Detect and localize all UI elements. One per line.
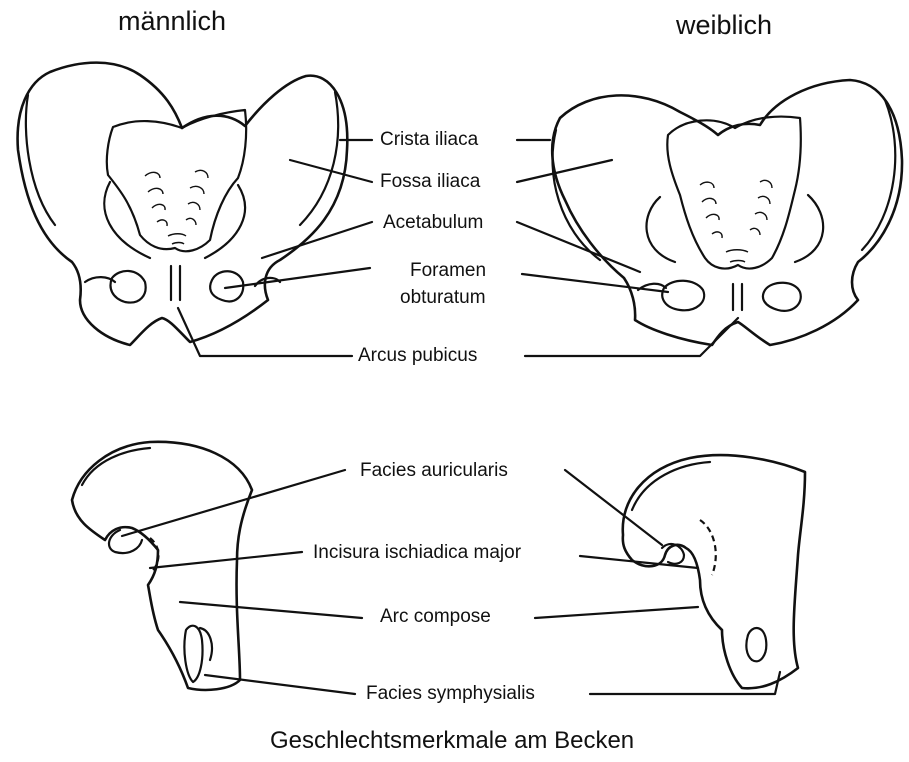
label-facies-auricularis: Facies auricularis xyxy=(360,460,508,482)
female-pelvis-front xyxy=(552,80,902,345)
male-pelvis-front xyxy=(18,63,348,345)
label-foramen: Foramen xyxy=(410,260,486,282)
header-female: weiblich xyxy=(676,10,772,41)
label-arc-compose: Arc compose xyxy=(380,606,491,628)
female-hip-bone-side xyxy=(623,455,805,688)
header-male: männlich xyxy=(118,6,226,37)
label-obturatum: obturatum xyxy=(400,287,486,309)
label-fossa-iliaca: Fossa iliaca xyxy=(380,171,480,193)
label-arcus-pubicus: Arcus pubicus xyxy=(358,345,477,367)
label-facies-symphysialis: Facies symphysialis xyxy=(366,683,535,705)
label-acetabulum: Acetabulum xyxy=(383,212,483,234)
label-incisura-ischiadica-major: Incisura ischiadica major xyxy=(313,542,521,564)
label-crista-iliaca: Crista iliaca xyxy=(380,129,478,151)
figure-caption: Geschlechtsmerkmale am Becken xyxy=(270,727,634,755)
